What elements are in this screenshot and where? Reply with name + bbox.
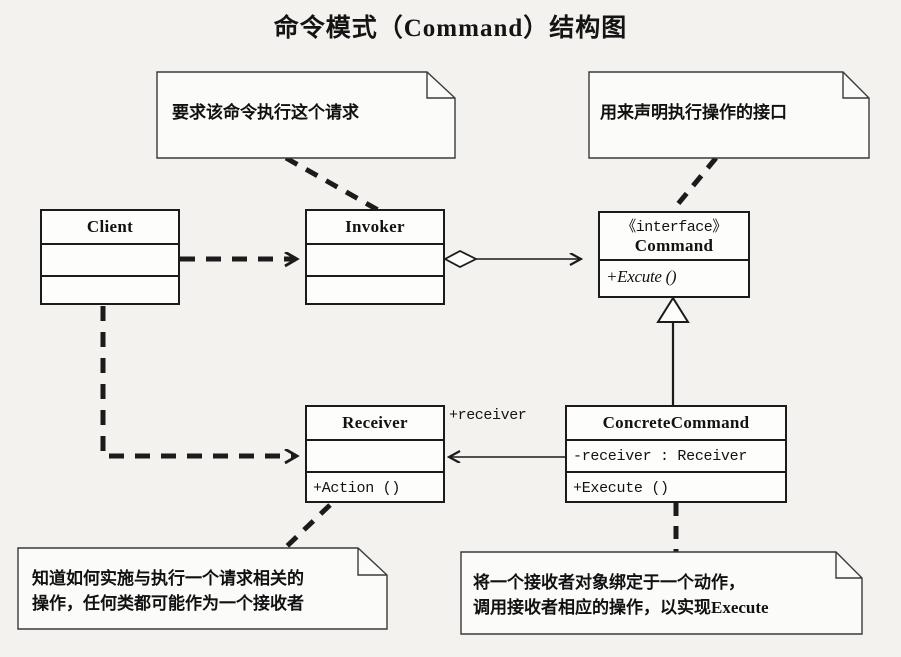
edge-invoker-command: [443, 249, 580, 269]
class-operations-command: +Excute (): [600, 259, 748, 292]
edge-label-receiver-role: +receiver: [449, 407, 527, 424]
note-text-command: 用来声明执行操作的接口: [600, 103, 787, 122]
note-anchor-invoker: [284, 155, 380, 213]
class-name-command: Command: [634, 236, 714, 255]
note-anchor-command: [671, 156, 718, 212]
note-text-invoker: 要求该命令执行这个请求: [172, 103, 359, 122]
note-anchor-receiver: [283, 503, 332, 550]
class-operations-concretecommand: +Execute (): [567, 471, 785, 503]
class-operations-receiver: +Action (): [307, 471, 443, 503]
edge-client-receiver: [100, 306, 296, 456]
class-name-invoker: Invoker: [345, 217, 405, 236]
class-name-concretecommand: ConcreteCommand: [602, 413, 750, 432]
class-stereotype-command: 《interface》: [621, 218, 727, 236]
edge-concretecommand-command: [656, 296, 690, 405]
class-attributes-concretecommand: -receiver : Receiver: [567, 439, 785, 471]
note-text-receiver: 知道如何实施与执行一个请求相关的 操作，任何类都可能作为一个接收者: [32, 569, 304, 613]
class-box-receiver[interactable]: Receiver +Action (): [305, 405, 445, 503]
class-box-invoker[interactable]: Invoker: [305, 209, 445, 305]
note-shape-invoker: [156, 71, 456, 159]
note-shape-concretecommand: [460, 551, 863, 635]
class-name-receiver: Receiver: [342, 413, 408, 432]
note-shape-command: [588, 71, 870, 159]
note-text-concretecommand: 将一个接收者对象绑定于一个动作， 调用接收者相应的操作，以实现Execute: [473, 573, 769, 617]
note-shape-receiver: [17, 547, 388, 630]
class-attributes-client: [42, 243, 178, 275]
class-attributes-receiver: [307, 439, 443, 471]
page-title: 命令模式（Command）结构图: [273, 15, 628, 42]
class-operations-invoker: [307, 275, 443, 305]
class-box-client[interactable]: Client: [40, 209, 180, 305]
class-name-client: Client: [86, 217, 134, 236]
class-box-concretecommand[interactable]: ConcreteCommand -receiver : Receiver +Ex…: [565, 405, 787, 503]
class-attributes-invoker: [307, 243, 443, 275]
class-operations-client: [42, 275, 178, 305]
class-box-command[interactable]: 《interface》 Command +Excute (): [598, 211, 750, 298]
